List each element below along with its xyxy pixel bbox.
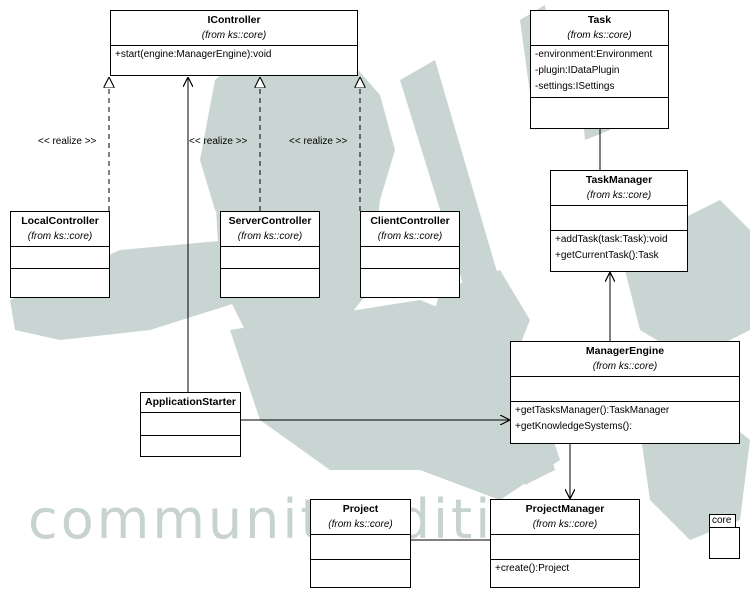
attributes-compartment [491, 535, 639, 560]
class-header: Task (from ks::core) [531, 11, 668, 46]
attributes-compartment [511, 377, 739, 402]
operations-compartment [221, 269, 319, 293]
class-stereotype: (from ks::core) [592, 361, 658, 372]
class-name: ProjectManager [525, 503, 605, 515]
class-header: TaskManager (from ks::core) [551, 171, 687, 206]
class-name: ServerController [228, 215, 312, 227]
package-core-body[interactable] [709, 527, 740, 559]
class-header: ClientController (from ks::core) [361, 212, 459, 247]
class-icontroller[interactable]: IController (from ks::core) +start(engin… [110, 10, 358, 76]
attributes-compartment [311, 535, 410, 560]
class-name: TaskManager [585, 174, 653, 186]
class-managerengine[interactable]: ManagerEngine (from ks::core) +getTasksM… [510, 341, 740, 444]
class-stereotype: (from ks::core) [567, 30, 632, 41]
operation: +create():Project [495, 563, 570, 574]
attribute: -environment:Environment [535, 49, 653, 60]
class-name: ApplicationStarter [144, 396, 236, 408]
attributes-compartment [361, 247, 459, 269]
class-taskmanager[interactable]: TaskManager (from ks::core) +addTask(tas… [550, 170, 688, 272]
attributes-compartment [141, 413, 240, 436]
package-core-tab[interactable]: core [709, 514, 736, 528]
realize-label-starter: << realize >> [189, 136, 248, 147]
operations-compartment: +create():Project [491, 560, 639, 578]
operations-compartment [311, 560, 410, 584]
operations-compartment [531, 98, 668, 124]
class-clientcontroller[interactable]: ClientController (from ks::core) [360, 211, 460, 298]
class-name: Project [342, 503, 379, 515]
attributes-compartment: -environment:Environment -plugin:IDataPl… [531, 46, 668, 98]
class-stereotype: (from ks::core) [27, 231, 93, 242]
class-stereotype: (from ks::core) [377, 231, 443, 242]
mascot-arm-left [10, 240, 245, 340]
operations-compartment [361, 269, 459, 293]
class-header: ProjectManager (from ks::core) [491, 500, 639, 535]
class-projectmanager[interactable]: ProjectManager (from ks::core) +create()… [490, 499, 640, 588]
operations-compartment [11, 269, 109, 293]
class-header: ServerController (from ks::core) [221, 212, 319, 247]
class-applicationstarter[interactable]: ApplicationStarter [140, 392, 241, 457]
class-header: ManagerEngine (from ks::core) [511, 342, 739, 377]
operations-compartment: +getTasksManager():TaskManager +getKnowl… [511, 402, 739, 436]
attributes-compartment [221, 247, 319, 269]
operation: +addTask(task:Task):void [555, 234, 668, 245]
class-project[interactable]: Project (from ks::core) [310, 499, 411, 588]
mascot-head [200, 40, 395, 255]
class-name: Task [587, 14, 612, 26]
class-header: ApplicationStarter [141, 393, 240, 413]
class-localcontroller[interactable]: LocalController (from ks::core) [10, 211, 110, 298]
class-name: ClientController [370, 215, 450, 227]
operations-compartment: +addTask(task:Task):void +getCurrentTask… [551, 231, 687, 265]
operation: +start(engine:ManagerEngine):void [115, 49, 272, 60]
class-name: LocalController [21, 215, 99, 227]
attributes-compartment [11, 247, 109, 269]
attributes-compartment [551, 206, 687, 231]
class-task[interactable]: Task (from ks::core) -environment:Enviro… [530, 10, 669, 129]
class-name: ManagerEngine [585, 345, 665, 357]
class-servercontroller[interactable]: ServerController (from ks::core) [220, 211, 320, 298]
attribute: -plugin:IDataPlugin [535, 65, 620, 76]
attribute: -settings:ISettings [535, 81, 615, 92]
class-header: IController (from ks::core) [111, 11, 357, 46]
class-stereotype: (from ks::core) [237, 231, 303, 242]
class-stereotype: (from ks::core) [586, 190, 652, 201]
class-name: IController [207, 14, 261, 26]
class-stereotype: (from ks::core) [532, 519, 598, 530]
operation: +getCurrentTask():Task [555, 250, 659, 261]
class-stereotype: (from ks::core) [328, 519, 393, 530]
realize-label-server: << realize >> [289, 136, 348, 147]
operations-compartment: +start(engine:ManagerEngine):void [111, 46, 357, 64]
class-header: LocalController (from ks::core) [11, 212, 109, 247]
class-header: Project (from ks::core) [311, 500, 410, 535]
operations-compartment [141, 436, 240, 458]
class-stereotype: (from ks::core) [201, 30, 267, 41]
operation: +getKnowledgeSystems(): [515, 421, 633, 432]
realize-label-local: << realize >> [38, 136, 97, 147]
operation: +getTasksManager():TaskManager [515, 405, 670, 416]
